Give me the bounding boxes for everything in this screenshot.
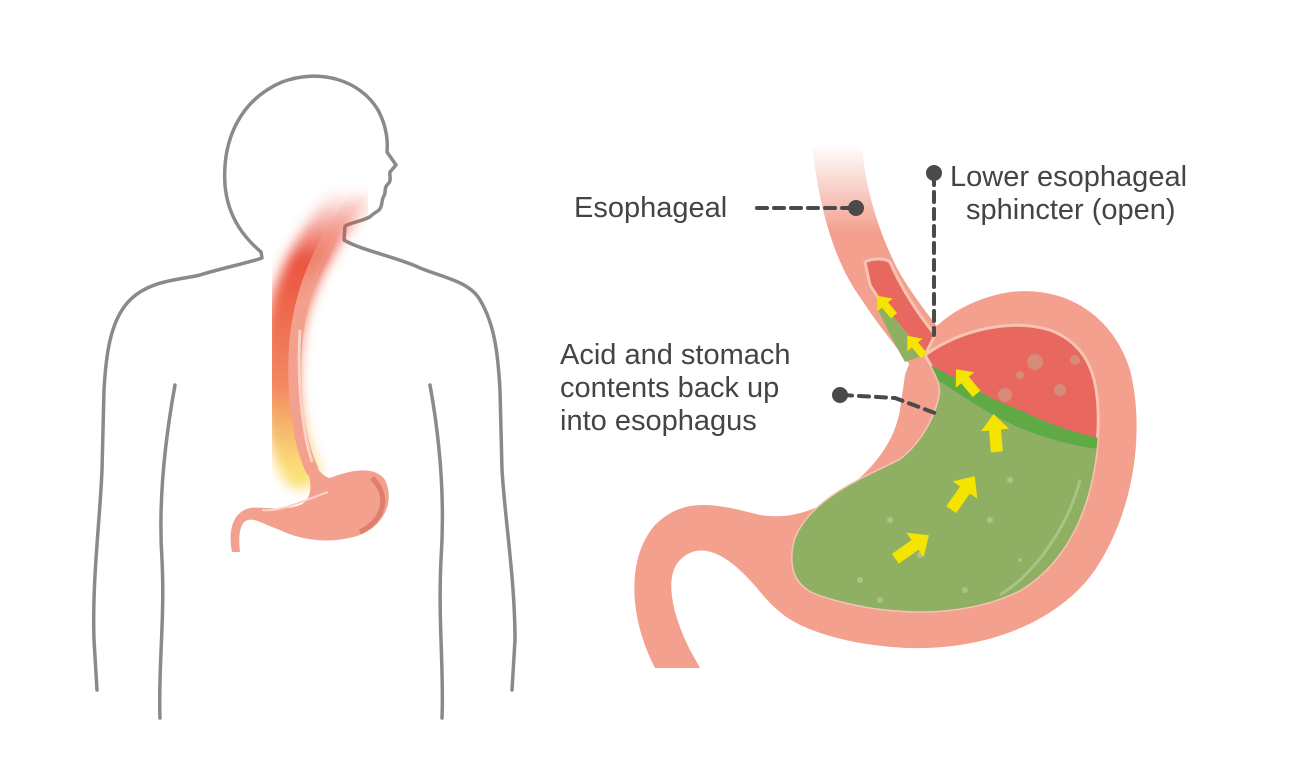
sphincter-marker-dot bbox=[926, 165, 942, 181]
reflux-arrows bbox=[877, 295, 1009, 564]
label-acid-backup: Acid and stomach contents back up into e… bbox=[560, 339, 791, 437]
large-stomach bbox=[634, 257, 1137, 668]
label-esophageal: Esophageal bbox=[574, 192, 728, 224]
esophageal-marker-dot bbox=[848, 200, 864, 216]
large-esophagus bbox=[812, 145, 960, 365]
small-stomach bbox=[230, 462, 389, 552]
human-silhouette bbox=[91, 74, 517, 720]
small-esophagus bbox=[288, 185, 369, 477]
label-lower-esophageal-sphincter: Lower esophageal sphincter (open) bbox=[950, 161, 1188, 226]
leader-lines bbox=[755, 173, 942, 417]
acid-marker-dot bbox=[832, 387, 848, 403]
